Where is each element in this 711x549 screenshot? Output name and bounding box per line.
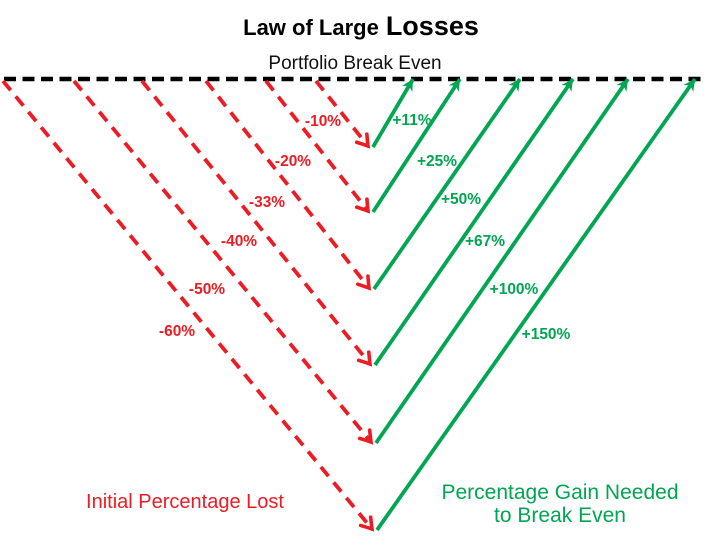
loss-arrow xyxy=(140,79,373,367)
gain-arrow xyxy=(371,78,415,148)
gain-arrow xyxy=(374,77,630,445)
gain-arrow xyxy=(373,77,575,367)
loss-label: -60% xyxy=(159,323,195,340)
gain-label: +100% xyxy=(490,281,539,298)
gain-arrow xyxy=(375,77,697,532)
loss-label: -50% xyxy=(189,281,225,298)
loss-gain-pair: -33% +50% xyxy=(204,77,522,291)
gain-axis-caption-line1: Percentage Gain Needed xyxy=(442,481,679,504)
loss-gain-pair: -20% +25% xyxy=(264,77,462,214)
gain-label: +150% xyxy=(522,326,571,343)
loss-arrow xyxy=(1,79,375,532)
gain-axis-caption-line2: to Break Even xyxy=(494,504,626,527)
loss-arrow xyxy=(314,79,371,149)
page-title: Law of Large Losses xyxy=(243,11,479,41)
loss-axis-caption: Initial Percentage Lost xyxy=(86,491,284,513)
gain-arrow xyxy=(371,77,462,214)
loss-label: -20% xyxy=(275,153,311,170)
gain-label: +11% xyxy=(392,112,431,129)
gain-label: +67% xyxy=(465,233,505,250)
arrows-layer: -10% +11% -20% +25% -33% +50% -40% +67% -50% +100… xyxy=(1,77,697,532)
loss-arrow xyxy=(204,79,372,291)
page-title-emphasis: Losses xyxy=(386,11,479,41)
loss-label: -10% xyxy=(305,113,341,130)
gain-arrow xyxy=(372,77,522,291)
loss-gain-pair: -10% +11% xyxy=(305,78,432,149)
loss-gain-pair: -60% +150% xyxy=(1,77,697,532)
breakeven-label: Portfolio Break Even xyxy=(268,53,441,74)
loss-label: -40% xyxy=(221,233,257,250)
loss-gain-pair: -50% +100% xyxy=(72,77,630,445)
loss-arrow xyxy=(264,79,371,214)
gain-label: +50% xyxy=(441,191,481,208)
loss-arrow xyxy=(72,79,374,445)
page-title-prefix: Law of Large xyxy=(243,15,379,40)
gain-label: +25% xyxy=(417,153,457,170)
loss-gain-pair: -40% +67% xyxy=(140,77,575,367)
loss-label: -33% xyxy=(249,194,285,211)
